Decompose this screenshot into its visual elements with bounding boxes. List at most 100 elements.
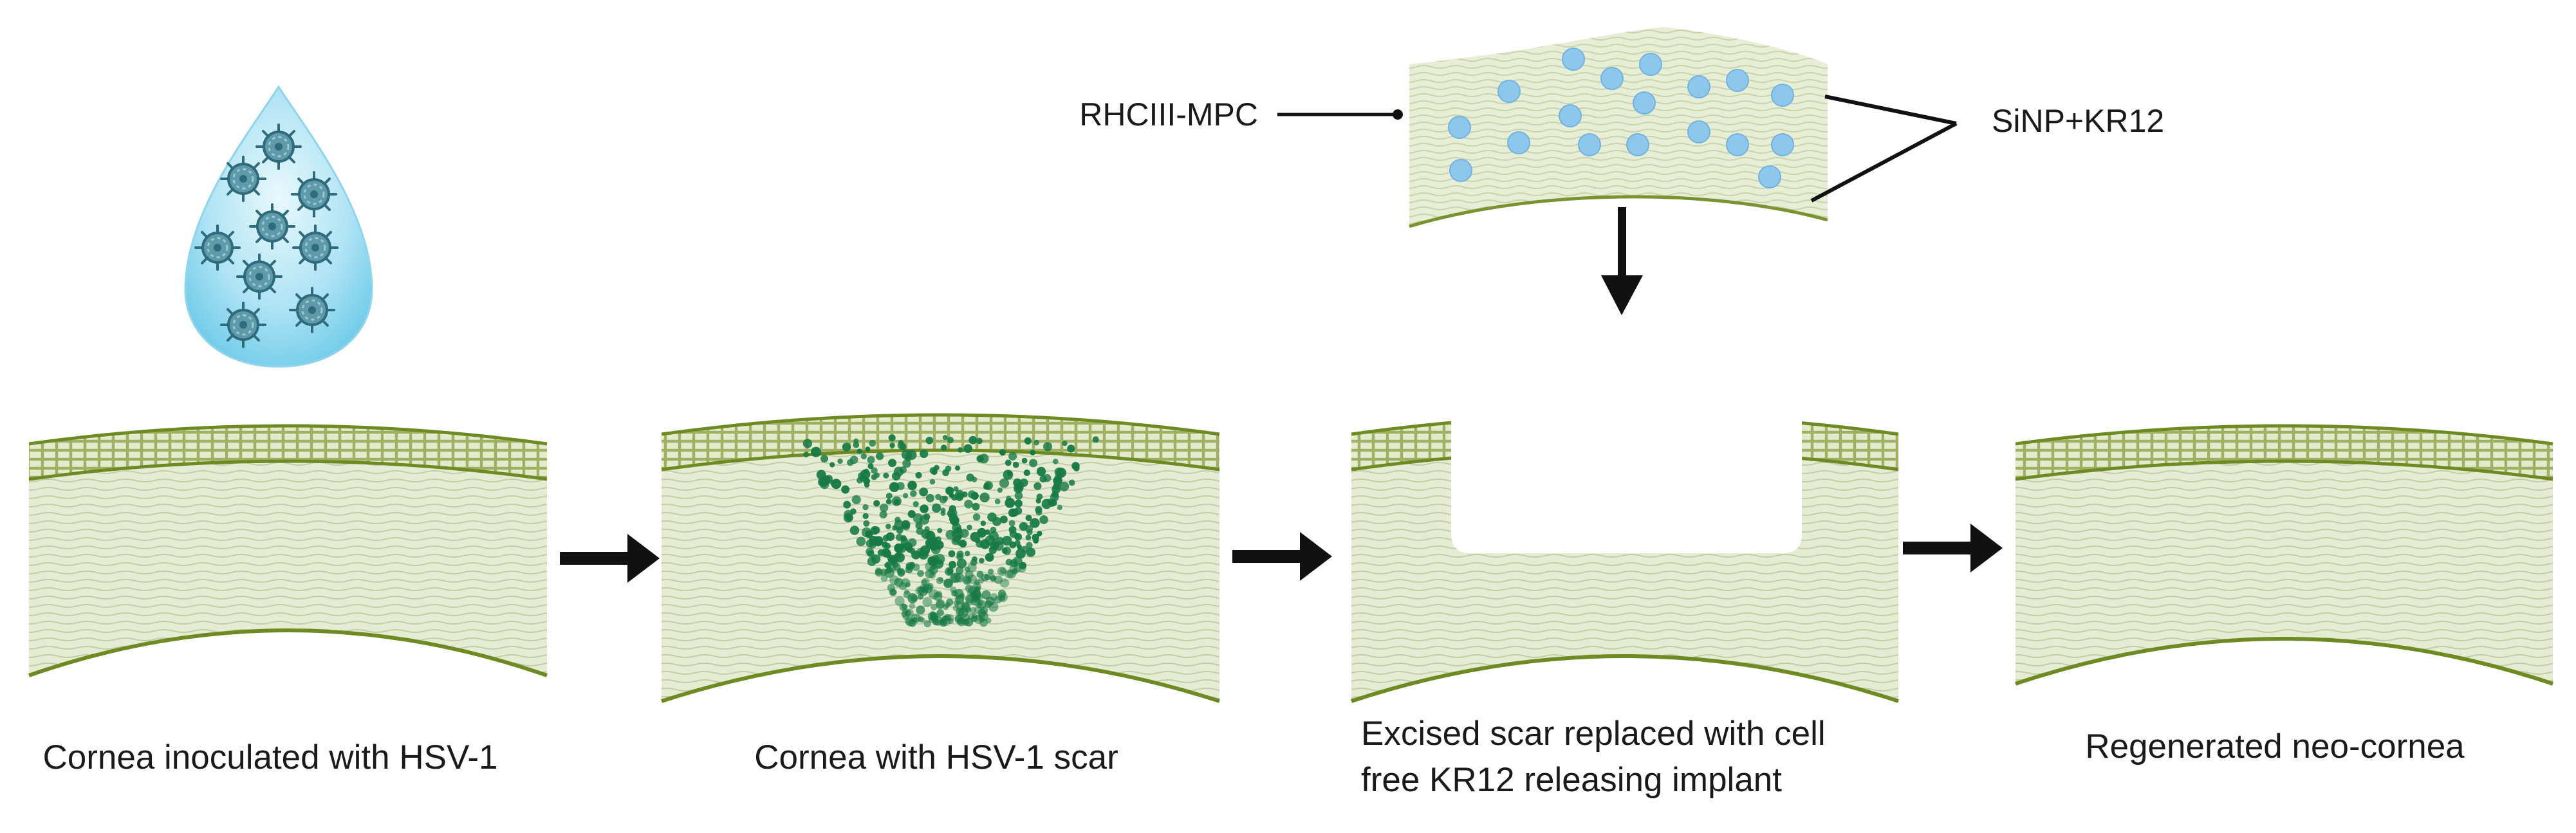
scar-cell — [867, 556, 877, 566]
scar-cell — [837, 458, 843, 464]
scar-cell — [968, 435, 978, 444]
scar-cell — [889, 482, 900, 492]
scar-cell — [936, 609, 945, 617]
scar-cell — [923, 619, 931, 628]
scar-cell — [885, 499, 892, 505]
scar-cell — [896, 527, 903, 534]
scar-cell — [925, 531, 936, 541]
scar-cell — [901, 520, 911, 529]
scar-cell — [942, 469, 950, 477]
bowman-layer-line — [2015, 459, 2553, 481]
scar-cell — [934, 544, 940, 550]
scar-cell — [1035, 498, 1041, 504]
scar-cell — [972, 502, 980, 511]
scar-cell — [1012, 461, 1019, 468]
scar-cell — [1025, 525, 1033, 533]
scar-cell — [963, 444, 972, 453]
scar-cell — [907, 593, 918, 603]
caption-step-4: Regenerated neo-cornea — [2085, 728, 2465, 765]
scar-cell — [803, 452, 810, 458]
scar-cell — [1033, 482, 1042, 490]
scar-cell — [992, 542, 999, 549]
panel-inoculated-cornea — [28, 424, 548, 677]
bowman-layer-line — [661, 448, 1220, 471]
corneal-stroma — [662, 450, 1219, 701]
scar-cell — [933, 592, 943, 601]
scar-cell — [922, 597, 932, 607]
scar-cell — [876, 452, 884, 461]
nanoparticle — [1771, 84, 1794, 107]
scar-cell — [942, 495, 949, 502]
hydrogel-label: RHCIII-MPC — [1079, 96, 1258, 133]
scar-cell — [988, 569, 994, 575]
scar-cell — [999, 478, 1010, 488]
scar-cell — [947, 508, 958, 518]
scar-cell — [937, 527, 943, 533]
scar-cell — [990, 593, 998, 601]
caption-step-1: Cornea inoculated with HSV-1 — [42, 738, 497, 776]
scar-cell — [920, 583, 927, 591]
scar-cell — [919, 487, 928, 497]
scar-cell — [958, 447, 963, 453]
scar-cell — [976, 540, 984, 548]
arrow-down-icon — [1601, 207, 1643, 315]
scar-cell — [935, 600, 945, 610]
scar-cell — [951, 536, 960, 545]
virus-icon — [249, 203, 295, 250]
scar-cell — [925, 436, 934, 444]
scar-cell — [1008, 452, 1017, 461]
scar-cell — [1005, 459, 1012, 466]
scar-cell — [983, 482, 991, 490]
scar-cell — [894, 553, 905, 563]
scar-cell — [944, 602, 950, 608]
scar-cell — [970, 532, 980, 542]
scar-cell — [883, 472, 889, 479]
endothelium-line — [28, 628, 548, 677]
scar-cell — [879, 511, 887, 518]
scar-cell — [863, 477, 871, 485]
scar-cell — [1003, 546, 1012, 555]
scar-cell — [921, 579, 928, 586]
virus-icon — [289, 287, 335, 333]
scar-cell — [1073, 465, 1080, 471]
scar-cell — [940, 444, 947, 451]
scar-cell — [1037, 531, 1042, 536]
scar-cell — [990, 575, 997, 582]
nanoparticle — [1578, 133, 1601, 156]
endothelium-line — [2015, 637, 2553, 686]
arrow-right-icon — [1232, 532, 1332, 581]
scar-cell — [880, 569, 887, 576]
scar-cell — [860, 453, 867, 460]
scar-cell — [871, 474, 877, 481]
scar-cell — [959, 529, 969, 538]
scar-cell — [936, 599, 945, 609]
scar-cell — [1015, 548, 1026, 559]
scar-cell — [1092, 436, 1099, 443]
scar-cell — [972, 613, 978, 619]
corneal-epithelium — [662, 415, 1219, 470]
corneal-epithelium — [29, 426, 547, 479]
scar-cell — [867, 456, 875, 464]
scar-cell — [1030, 518, 1040, 528]
nanoparticle — [1639, 53, 1662, 76]
nanoparticle — [1633, 91, 1656, 114]
scar-cell — [973, 590, 981, 598]
scar-cell — [920, 545, 931, 556]
scar-cell — [917, 586, 925, 594]
scar-cell — [1006, 495, 1012, 501]
epithelium-surface — [661, 413, 1220, 436]
nanoparticle-callout-line-lower — [1810, 122, 1958, 203]
scar-cell — [917, 616, 924, 623]
corneal-epithelium — [2015, 426, 2553, 479]
epithelium-surface — [28, 424, 548, 446]
scar-cell — [985, 529, 990, 535]
scar-cell — [1026, 547, 1035, 557]
scar-cell — [871, 467, 878, 474]
scar-cell — [884, 567, 895, 578]
scar-cell — [962, 619, 969, 626]
scar-cell — [907, 481, 917, 490]
scar-cell — [953, 486, 959, 492]
scar-cell — [1042, 473, 1052, 482]
scar-cell — [1048, 500, 1055, 507]
